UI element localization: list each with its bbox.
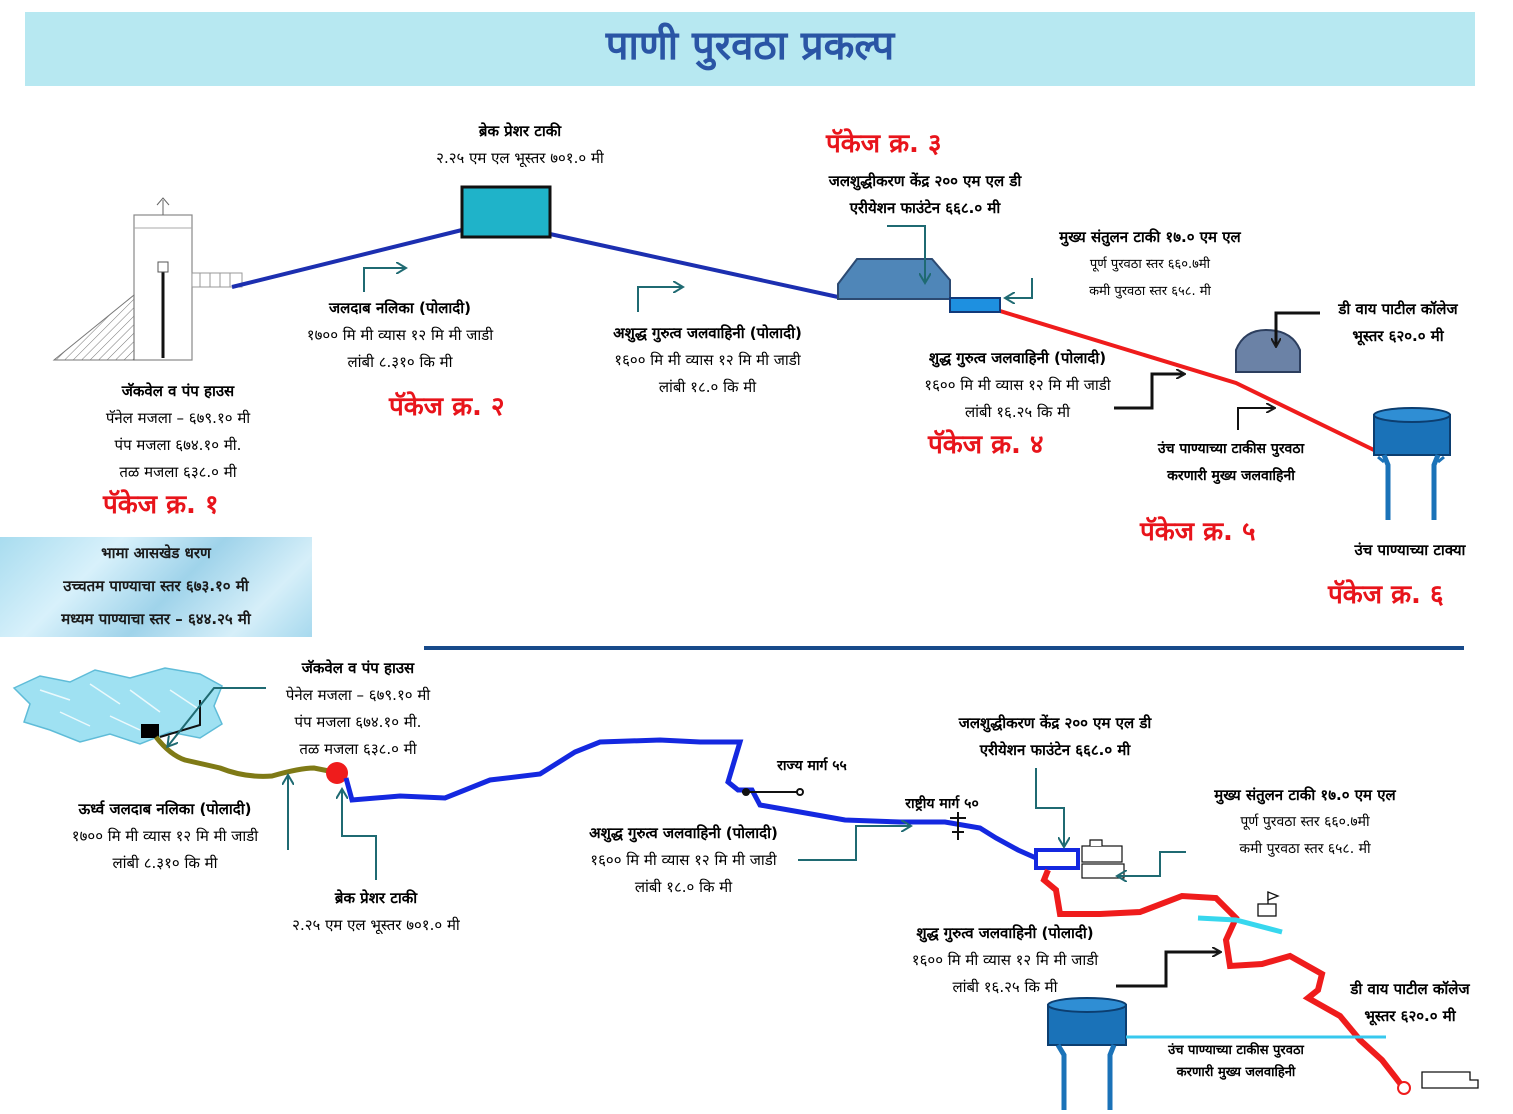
top-jackwell-label: जॅकवेल व पंप हाउस पॅनेल मजला – ६७९.१० मी…: [105, 382, 251, 481]
bottom-pure-gravity-label: शुद्ध गुरुत्व जलवाहिनी (पोलादी) १६०० मि …: [911, 924, 1099, 996]
bottom-college-icon: [1257, 891, 1280, 917]
package-5-label: पॅकेज क्र. ५: [1140, 517, 1256, 547]
top-raw-gravity-callout: [637, 287, 682, 312]
bottom-wtp-callout: [1035, 768, 1064, 846]
bottom-college-label: डी वाय पाटील कॉलेज भूस्तर ६२०.० मी: [1350, 980, 1470, 1025]
bottom-cross-link: [1197, 915, 1283, 935]
bottom-break-tank-label: ब्रेक प्रेशर टाकी २.२५ एम एल भूस्तर ७०१.…: [292, 889, 460, 934]
top-mbr-label: मुख्य संतुलन टाकी १७.० एम एल पूर्ण पुरवठ…: [1059, 228, 1241, 299]
national-highway-label: राष्ट्रीय मार्ग ५०: [905, 796, 979, 812]
top-pure-gravity-label: शुद्ध गुरुत्व जलवाहिनी (पोलादी) १६०० मि …: [924, 349, 1111, 421]
state-highway-label: राज्य मार्ग ५५: [777, 758, 847, 774]
bottom-feeder-label: उंच पाण्याच्या टाकीस पुरवठा करणारी मुख्य…: [1168, 1043, 1304, 1080]
bottom-pipe-end: [1397, 1081, 1411, 1095]
bottom-mbr-icon: [1034, 848, 1080, 870]
top-pure-gravity-callout: [1114, 374, 1184, 410]
top-wtp-icon: [837, 258, 951, 300]
package-3-label: पॅकेज क्र. ३: [826, 129, 942, 159]
top-esr-label: उंच पाण्याच्या टाक्या: [1354, 541, 1466, 559]
bottom-mbr-label: मुख्य संतुलन टाकी १७.० एम एल पूर्ण पुरवठ…: [1214, 786, 1396, 857]
dam-mid-level: मध्यम पाण्याचा स्तर – ६४४.२५ मी: [61, 610, 251, 628]
dam-high-level: उच्चतम पाण्याचा स्तर ६७३.१० मी: [63, 577, 249, 595]
bottom-jackwell-label: जॅकवेल व पंप हाउस पेनेल मजला – ६७९.१० मी…: [285, 659, 431, 758]
package-6-label: पॅकेज क्र. ६: [1328, 580, 1444, 610]
top-raw-gravity-label: अशुद्ध गुरुत्व जलवाहिनी (पोलादी) १६०० मि…: [613, 324, 802, 396]
dam-title: भामा आसखेड धरण: [101, 544, 211, 562]
bottom-mbr-callout: [1118, 851, 1186, 876]
top-pure-gravity-pipe: [999, 309, 1379, 454]
package-4-label: पॅकेज क्र. ४: [928, 430, 1044, 460]
bottom-jackwell-callout: [168, 687, 266, 746]
bottom-jackwell-leader: [159, 700, 201, 738]
bottom-pure-gravity-pipe: [1040, 868, 1405, 1088]
bottom-jackwell-icon: [141, 724, 159, 738]
top-college-callout: [1276, 311, 1320, 346]
bottom-pure-gravity-callout: [1116, 952, 1220, 988]
package-1-label: पॅकेज क्र. १: [103, 490, 219, 520]
bottom-break-tank-icon: [326, 762, 348, 784]
top-feeder-label: उंच पाण्याच्या टाकीस पुरवठा करणारी मुख्य…: [1157, 441, 1305, 484]
top-jackwell-icon: [52, 197, 243, 361]
dam-info-box: भामा आसखेड धरण उच्चतम पाण्याचा स्तर ६७३.…: [0, 537, 312, 637]
top-mbr-icon: [949, 297, 1001, 313]
bottom-raw-gravity-label: अशुद्ध गुरुत्व जलवाहिनी (पोलादी) १६०० मि…: [589, 824, 778, 896]
bottom-raw-gravity-pipe: [343, 737, 1038, 861]
bottom-raw-gravity-callout: [798, 826, 910, 861]
title-banner: पाणी पुरवठा प्रकल्प: [25, 12, 1475, 86]
top-rising-main-pipe: [231, 228, 463, 289]
bottom-rising-main-pipe: [154, 735, 335, 779]
top-wtp-callout: [887, 225, 925, 282]
top-college-label: डी वाय पाटील कॉलेज भूस्तर ६२०.० मी: [1338, 300, 1458, 345]
top-college-icon: [1235, 328, 1301, 373]
dam-water-texture: [39, 683, 201, 731]
page-title: पाणी पुरवठा प्रकल्प: [605, 23, 895, 69]
national-highway-marker: [950, 812, 966, 840]
top-break-tank-label: ब्रेक प्रेशर टाकी २.२५ एम एल भूस्तर ७०१.…: [436, 122, 604, 167]
top-wtp-label: जलशुद्धीकरण केंद्र २०० एम एल डी एरीयेशन …: [828, 172, 1022, 217]
top-esr-icon: [1373, 407, 1451, 520]
bottom-esr-outline: [1421, 1071, 1479, 1089]
bottom-break-tank-callout: [342, 790, 377, 880]
top-break-tank-icon: [460, 185, 552, 239]
top-mbr-callout: [1006, 278, 1033, 298]
bottom-wtp-icon: [1081, 839, 1125, 879]
package-2-label: पॅकेज क्र. २: [389, 392, 505, 422]
state-highway-marker: [742, 788, 804, 796]
bottom-rising-main-label: ऊर्ध्व जलदाब नलिका (पोलादी) १७०० मि मी व…: [71, 800, 259, 872]
bottom-dam-water: [12, 667, 223, 745]
top-feeder-callout: [1237, 408, 1274, 430]
top-raw-gravity-pipe: [549, 232, 839, 299]
top-rising-main-label: जलदाब नलिका (पोलादी) १७०० मि मी व्यास १२…: [306, 299, 494, 371]
bottom-esr-icon: [1047, 997, 1127, 1110]
top-rising-main-callout: [363, 268, 405, 292]
bottom-wtp-label: जलशुद्धीकरण केंद्र २०० एम एल डी एरीयेशन …: [958, 714, 1152, 759]
